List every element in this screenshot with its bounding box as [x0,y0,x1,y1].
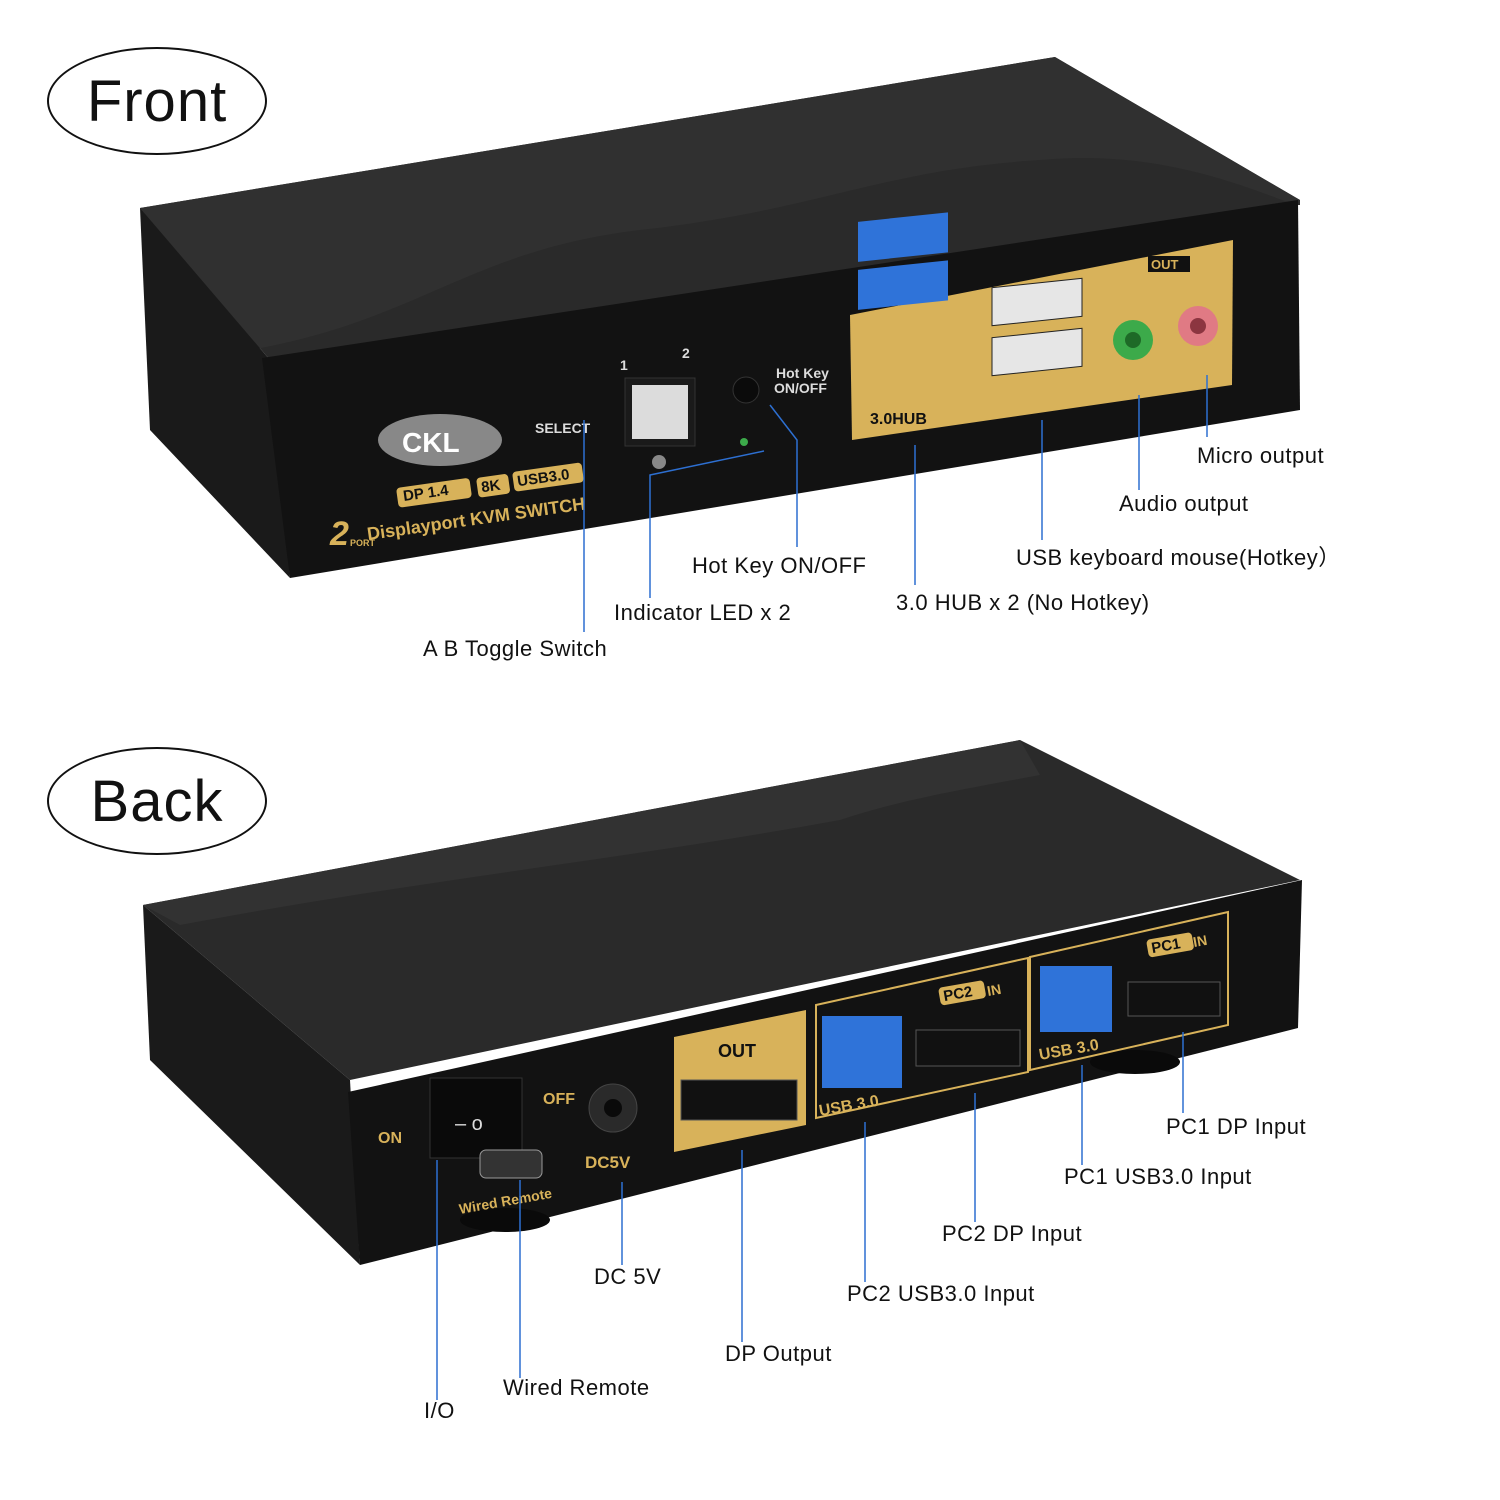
front-badge: Front [47,47,267,155]
svg-text:2: 2 [329,515,349,553]
svg-text:1: 1 [620,357,628,373]
micro-usb-port [479,1149,543,1179]
hotkey-button [732,376,760,404]
kbm-ports [991,277,1083,377]
svg-text:ON/OFF: ON/OFF [774,380,827,396]
svg-text:PORT: PORT [350,538,376,548]
svg-text:OFF: OFF [543,1091,575,1108]
svg-text:8K: 8K [480,477,502,497]
led-1 [652,455,666,469]
callout-io: I/O [424,1398,455,1423]
ckl-logo [378,414,502,466]
svg-text:PC1: PC1 [1150,935,1182,957]
select-button [632,385,688,439]
callout-hotkey: Hot Key ON/OFF [692,553,867,578]
svg-text:DC5V: DC5V [585,1153,631,1172]
hub-label: 3.0HUB [870,411,927,428]
spec-badges: DP 1.4 8K USB3.0 [396,462,584,508]
svg-text:– o: – o [455,1113,483,1135]
svg-text:CKL: CKL [402,427,460,458]
svg-text:2: 2 [682,345,690,361]
callout-dc: DC 5V [594,1264,662,1289]
callout-kbm: USB keyboard mouse(Hotkey） [1016,545,1341,570]
pc2-usb-port [822,1016,902,1088]
front-device: 3.0HUB OUT 1 2 SELECT Hot Key ON/OFF CKL [140,57,1300,632]
callout-toggle-switch: A B Toggle Switch [423,636,608,661]
select-label: SELECT [535,420,591,436]
callout-audio: Audio output [1119,491,1249,516]
usb3-hub-ports [858,212,948,310]
front-leader-lines [583,375,1208,632]
back-device: – o ON OFF Wired Remote DC5V OUT USB 3.0… [143,740,1302,1400]
led-2 [740,438,748,446]
back-lid [143,740,1300,1080]
front-left-side [140,208,290,578]
back-lid-curve [143,740,1040,925]
front-lid-curve [140,57,1300,350]
svg-text:ON: ON [378,1130,402,1147]
svg-text:IN: IN [986,981,1003,999]
pc2-dp-port [915,1029,1021,1067]
out-label: OUT [1151,257,1179,272]
callout-dp-output: DP Output [725,1341,832,1366]
svg-text:DP 1.4: DP 1.4 [402,482,450,505]
callout-wired-remote: Wired Remote [503,1375,650,1400]
callout-hub: 3.0 HUB x 2 (No Hotkey) [896,590,1150,615]
svg-text:OUT: OUT [718,1041,756,1061]
pc1-usb-port [1040,966,1112,1032]
callout-pc2-dp: PC2 DP Input [942,1221,1083,1246]
pc1-dp-port [1127,981,1221,1017]
callout-micro: Micro output [1197,443,1325,468]
svg-text:IN: IN [1192,932,1209,950]
power-switch [429,1077,523,1159]
back-badge: Back [47,747,267,855]
back-left-side [143,905,360,1265]
svg-text:PC2: PC2 [942,983,974,1005]
callout-pc1-usb: PC1 USB3.0 Input [1064,1164,1252,1189]
svg-text:Hot Key: Hot Key [776,365,829,381]
callout-indicator-led: Indicator LED x 2 [614,600,792,625]
dp-out-port [680,1079,798,1121]
back-leader-lines [436,1032,1184,1400]
callout-pc1-dp: PC1 DP Input [1166,1114,1307,1139]
callout-pc2-usb: PC2 USB3.0 Input [847,1281,1035,1306]
